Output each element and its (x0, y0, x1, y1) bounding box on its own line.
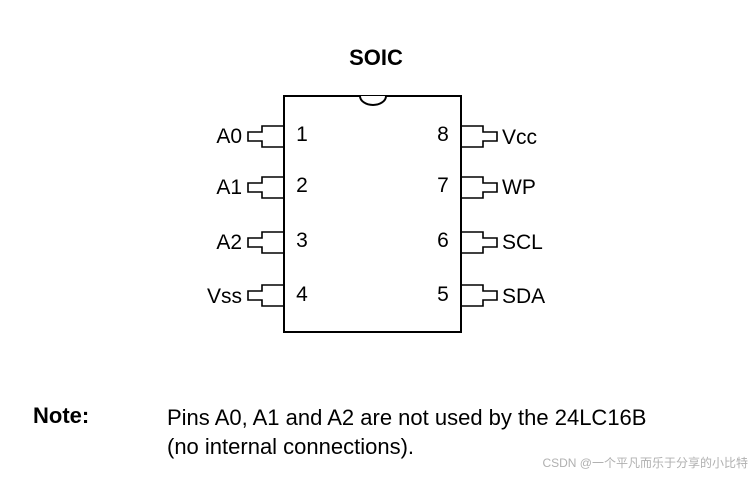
pin-name-a2: A2 (216, 231, 242, 254)
note-text: Pins A0, A1 and A2 are not used by the 2… (167, 403, 752, 461)
pin-number-2: 2 (296, 174, 308, 197)
pin-number-8: 8 (437, 123, 449, 146)
pin-name-vcc: Vcc (502, 126, 538, 149)
pin-number-4: 4 (296, 283, 308, 306)
package-title: SOIC (349, 45, 403, 70)
left-pin-3-lead (247, 231, 284, 254)
pin-name-sda: SDA (502, 285, 546, 308)
right-pin-8-lead (461, 125, 498, 148)
note-line-2: (no internal connections). (167, 434, 415, 459)
right-pin-7-lead (461, 176, 498, 199)
pin1-notch (359, 95, 387, 106)
note-line-1: Pins A0, A1 and A2 are not used by the 2… (167, 405, 647, 430)
pin-number-7: 7 (437, 174, 449, 197)
pin-name-a0: A0 (216, 125, 242, 148)
pin-name-scl: SCL (502, 231, 543, 254)
note-label: Note: (33, 403, 90, 428)
right-pin-5-lead (461, 284, 498, 307)
right-pin-6-lead (461, 231, 498, 254)
watermark-text: CSDN @一个平凡而乐于分享的小比特 (542, 456, 748, 470)
left-pin-4-lead (247, 284, 284, 307)
pin-number-3: 3 (296, 229, 308, 252)
pin-number-1: 1 (296, 123, 308, 146)
left-pin-1-lead (247, 125, 284, 148)
pin-number-5: 5 (437, 283, 449, 306)
pin-name-a1: A1 (216, 176, 242, 199)
pin-number-6: 6 (437, 229, 449, 252)
pin-name-wp: WP (502, 176, 536, 199)
left-pin-2-lead (247, 176, 284, 199)
pin-name-vss: Vss (206, 285, 242, 308)
